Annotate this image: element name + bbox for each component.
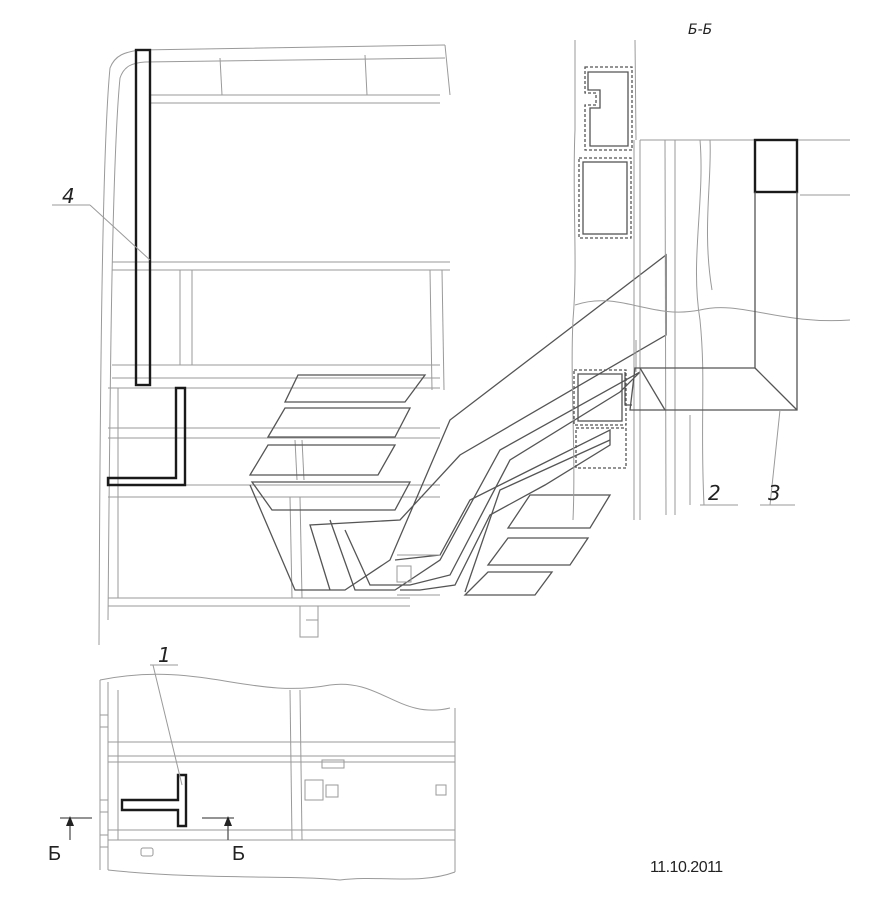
- plan-view: [60, 664, 456, 881]
- section-mark-right: Б: [232, 843, 245, 865]
- section-view: [571, 39, 851, 521]
- drawing-date: 11.10.2011: [650, 859, 723, 876]
- section-title: Б-Б: [688, 22, 712, 38]
- section-mark-left: Б: [48, 843, 61, 865]
- callout-3: 3: [768, 481, 781, 505]
- main-isometric-view: [52, 44, 667, 646]
- callout-1: 1: [158, 643, 171, 667]
- callout-2: 2: [708, 481, 721, 505]
- callout-4: 4: [62, 184, 75, 208]
- isometric-slats: [248, 374, 612, 596]
